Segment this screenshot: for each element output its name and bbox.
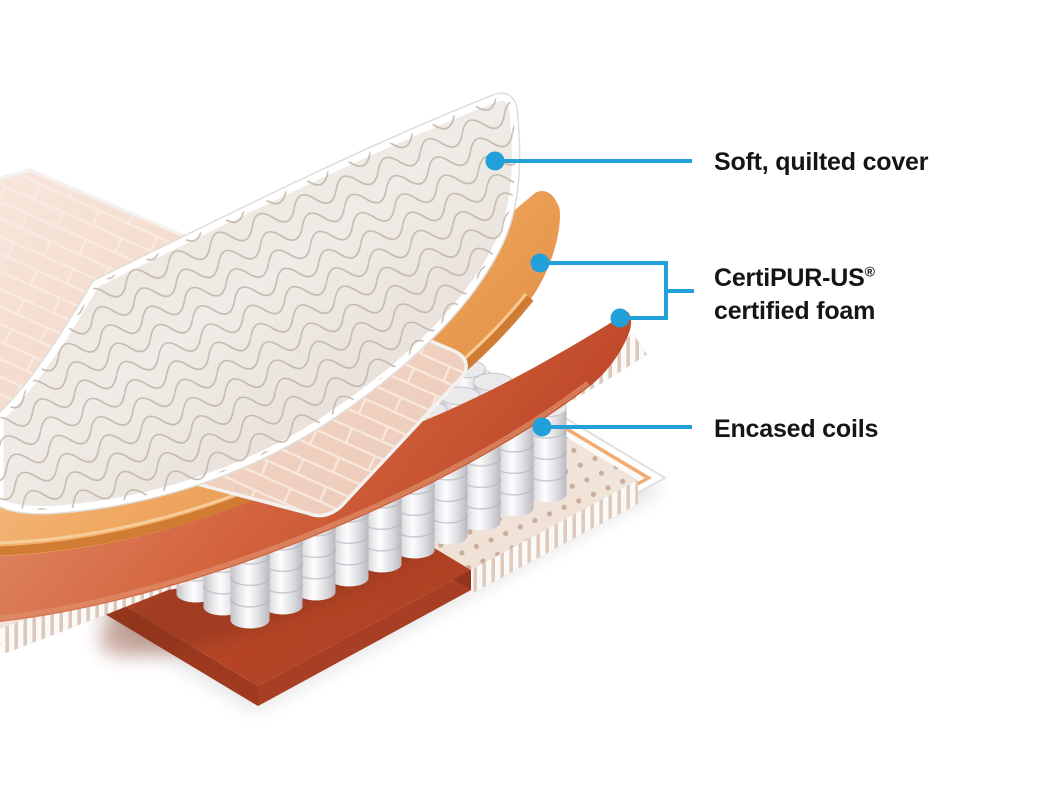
quilted-face-pattern [0,97,516,510]
callout-dot-foam-top [530,253,550,273]
callout-coils [532,417,692,437]
callout-dot-coils [532,417,552,437]
callouts [485,151,694,437]
quilted-cover-layer [0,92,521,518]
slab-side-front [258,570,471,706]
cover-quilted-face [0,92,521,515]
red-foam-edge-highlight [0,381,590,621]
label-quilted-cover: Soft, quilted cover [714,148,929,176]
label-certipur-line2: certified foam [714,297,876,325]
label-encased-coils: Encased coils [714,415,879,443]
callout-cover [485,151,692,171]
callout-foam [530,253,694,328]
pad-fringe-slats [471,480,638,594]
label-certipur-foam: CertiPUR-US® certified foam [714,262,875,328]
callout-dot-cover [485,151,505,171]
callout-dot-foam-bottom [610,308,630,328]
registered-trademark-mark: ® [864,263,875,280]
label-certipur-line1: CertiPUR-US [714,264,865,292]
